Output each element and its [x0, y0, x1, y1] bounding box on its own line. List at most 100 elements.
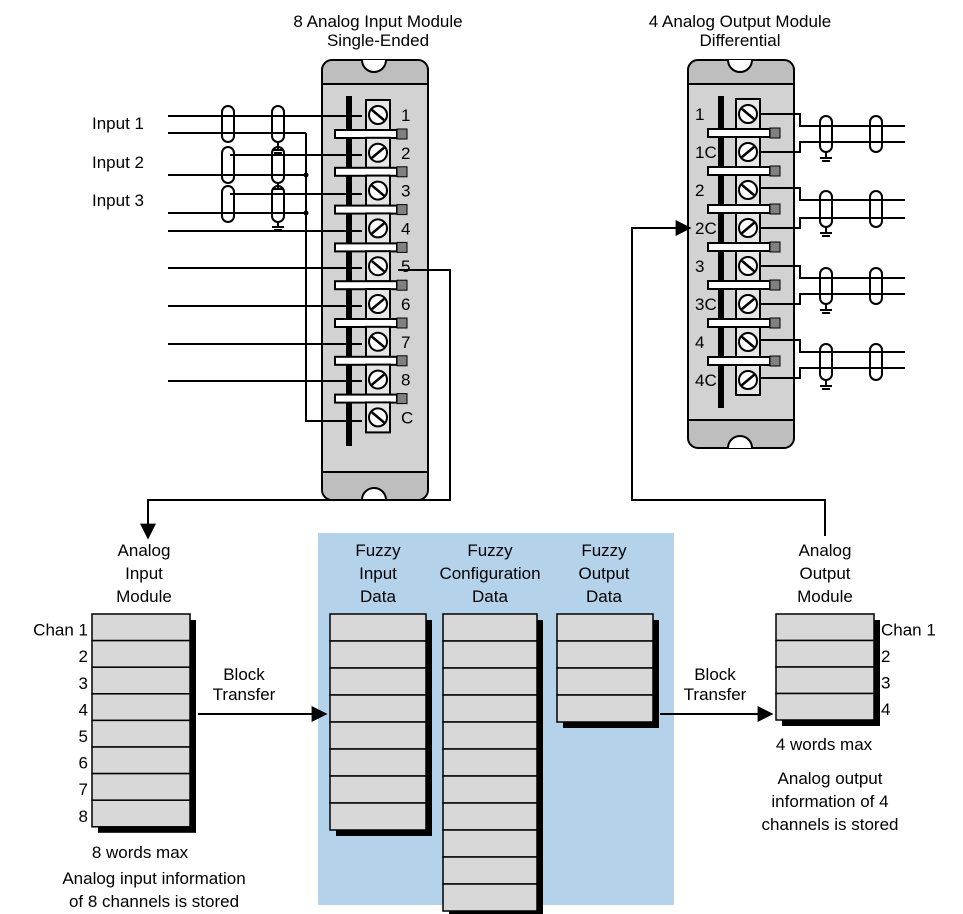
table-row — [556, 694, 654, 723]
table-row-label: 3 — [881, 674, 890, 693]
table-row — [442, 883, 538, 912]
fuzzy-input-heading-line: Fuzzy — [355, 541, 401, 560]
analog-output-heading: Analog Output Module — [797, 541, 853, 606]
input-wiring — [168, 105, 362, 422]
terminal-tab — [396, 393, 408, 405]
table-row — [329, 667, 427, 696]
screw-slot — [371, 184, 385, 197]
table-row-label: Chan 1 — [881, 621, 936, 640]
screw-slot — [741, 297, 755, 311]
table-row — [775, 613, 875, 642]
table-row — [91, 719, 191, 748]
analog-output-caption: Analog output — [778, 769, 883, 788]
table-row — [442, 694, 538, 723]
analog-output-caption: channels is stored — [761, 815, 898, 834]
terminal-label: 2C — [695, 219, 717, 238]
wire-junction — [303, 172, 309, 178]
terminal-divider — [707, 280, 771, 290]
terminal-tab — [396, 279, 408, 291]
terminal-label: C — [401, 408, 413, 427]
fuzzy-output-heading-line: Data — [586, 587, 622, 606]
analog-output-footer: 4 words max — [776, 735, 873, 754]
terminal-label: 6 — [401, 295, 410, 314]
analog-output-heading-line: Analog — [799, 541, 852, 560]
terminal-tab — [769, 355, 781, 367]
screw-slot — [371, 222, 385, 235]
screw-slot — [741, 373, 755, 387]
screw-slot — [741, 183, 755, 197]
screw-slot — [371, 335, 385, 348]
table-row — [442, 802, 538, 831]
terminal-tab — [396, 204, 408, 216]
table-row — [442, 613, 538, 642]
fuzzy-input-heading: Fuzzy Input Data — [355, 541, 401, 606]
block-transfer-in-label: Block — [223, 665, 265, 684]
terminal-label: 2 — [401, 144, 410, 163]
screw-slot — [371, 297, 385, 311]
terminal-divider — [707, 318, 771, 328]
table-row-label: 6 — [79, 754, 88, 773]
terminal-divider — [707, 166, 771, 176]
table-row-label: 4 — [79, 700, 88, 719]
table-row-label: 5 — [79, 727, 88, 746]
table-row — [442, 775, 538, 804]
table-row — [91, 693, 191, 722]
terminal-tab — [769, 203, 781, 215]
input-3-label: Input 3 — [92, 191, 144, 210]
table-row — [442, 748, 538, 777]
fuzzy-input-table — [329, 613, 432, 836]
input-module-subtitle: Single-Ended — [327, 31, 429, 50]
screw-slot — [741, 259, 755, 273]
table-row — [775, 666, 875, 695]
screw-slot — [741, 145, 755, 159]
table-row — [91, 746, 191, 775]
table-row — [329, 802, 427, 831]
terminal-tab — [769, 165, 781, 177]
terminal-divider — [707, 204, 771, 214]
terminal-tab — [769, 127, 781, 139]
input-module-to-table-arrow — [140, 269, 451, 540]
screw-slot — [741, 221, 755, 235]
terminal-label: 7 — [401, 333, 410, 352]
table-row — [442, 721, 538, 750]
analog-input-heading-line: Analog — [118, 541, 171, 560]
table-row-label: 4 — [881, 700, 890, 719]
table-row — [329, 775, 427, 804]
table-row-label: 2 — [79, 647, 88, 666]
fuzzy-config-heading: Fuzzy Configuration Data — [439, 541, 540, 606]
table-row — [442, 667, 538, 696]
terminal-tab — [769, 241, 781, 253]
terminal-label: 3C — [695, 295, 717, 314]
terminal-divider — [334, 355, 398, 366]
analog-output-heading-line: Output — [799, 564, 850, 583]
table-row — [775, 639, 875, 668]
screw-slot — [741, 335, 755, 349]
terminal-label: 3 — [401, 182, 410, 201]
output-module-subtitle: Differential — [700, 31, 781, 50]
terminal-divider — [707, 242, 771, 252]
fuzzy-config-heading-line: Fuzzy — [467, 541, 513, 560]
table-row — [329, 613, 427, 642]
output-table-to-module-arrow — [631, 220, 826, 536]
analog-input-caption: Analog input information — [62, 869, 245, 888]
terminal-tab — [769, 279, 781, 291]
table-row — [556, 613, 654, 642]
terminal-tab — [396, 317, 408, 329]
analog-input-heading: Analog Input Module — [116, 541, 172, 606]
terminal-tab — [396, 241, 408, 253]
block-transfer-out-label: Transfer — [684, 685, 747, 704]
terminal-label: 4 — [695, 333, 704, 352]
output-module-title: 4 Analog Output Module — [649, 12, 831, 31]
fuzzy-input-heading-line: Data — [360, 587, 396, 606]
fuzzy-config-table — [442, 613, 543, 914]
table-row — [329, 640, 427, 669]
analog-input-caption: of 8 channels is stored — [69, 892, 239, 911]
analog-output-heading-line: Module — [797, 587, 853, 606]
table-row — [556, 667, 654, 696]
terminal-label: 1C — [695, 143, 717, 162]
table-row — [442, 829, 538, 858]
